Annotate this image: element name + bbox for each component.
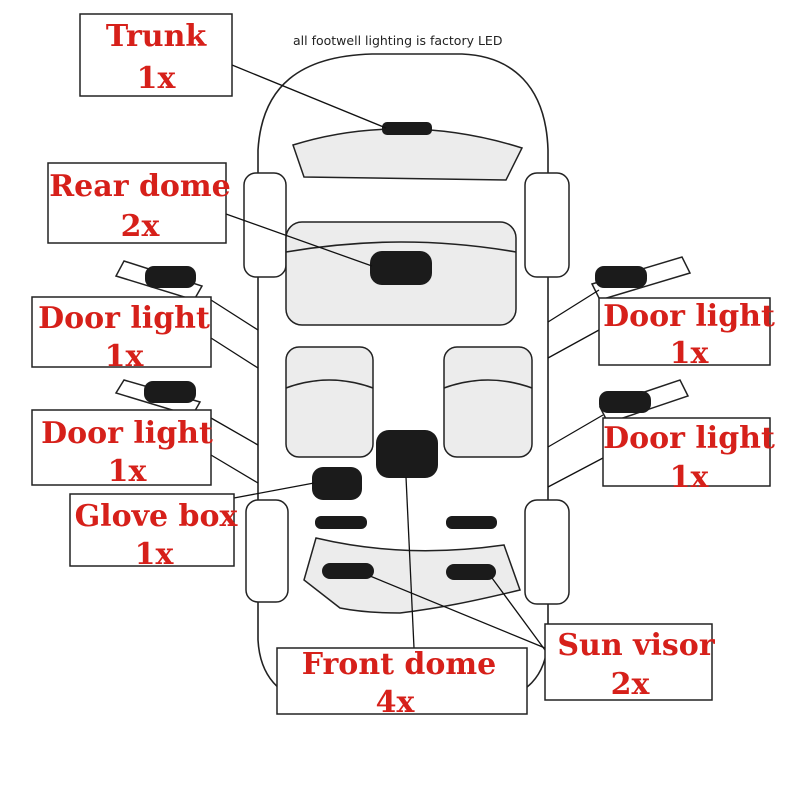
door-front-right-label-box xyxy=(602,417,771,487)
wheel-rear-left xyxy=(243,172,287,278)
door-front-left-label: Door light xyxy=(41,416,213,451)
door-lamp-front-right xyxy=(599,391,651,413)
door-front-left-leader-a xyxy=(210,417,259,446)
rear-dome-count: 2x xyxy=(121,209,161,244)
wheel-rear-right xyxy=(524,172,570,278)
door-lamp-rear-left xyxy=(145,266,196,288)
door-lamp-rear-right xyxy=(595,266,647,288)
trunk-count: 1x xyxy=(137,61,177,96)
door-front-left-label-box xyxy=(31,409,212,486)
door-lamp-front-left xyxy=(144,381,196,403)
rear-seat-seam xyxy=(285,241,517,253)
door-front-right-count: 1x xyxy=(670,460,710,495)
door-rear-left-count: 1x xyxy=(105,339,145,374)
rear-dome-label: Rear dome xyxy=(49,169,231,204)
door-front-right-leader-b xyxy=(547,457,604,488)
glove-box-leader xyxy=(233,482,315,499)
glove-box-label-box xyxy=(69,493,235,567)
door-front-left-count: 1x xyxy=(108,454,148,489)
front-seat-right-seam xyxy=(443,379,533,389)
trunk-label: Trunk xyxy=(106,19,208,54)
rear-dome-lamp xyxy=(370,251,432,285)
door-rear-left-leader-b xyxy=(210,337,259,369)
sun-visor-leader-right xyxy=(491,577,546,651)
door-front-right-leader-a xyxy=(547,414,604,448)
door-rear-right-label-box xyxy=(598,297,771,366)
rear-dome-label-box xyxy=(47,162,227,244)
door-rear-right-leader-b xyxy=(547,329,600,359)
wheel-front-left xyxy=(245,499,289,603)
door-rear-right-leader-a xyxy=(547,289,600,323)
trunk-lamp xyxy=(382,122,432,135)
door-rear-right-count: 1x xyxy=(670,336,710,371)
front-seat-right xyxy=(443,346,533,458)
glove-box-count: 1x xyxy=(135,537,175,572)
front-seat-left-seam xyxy=(285,379,374,389)
rear-dome-leader xyxy=(225,213,373,267)
glove-box-lamp xyxy=(312,467,362,500)
front-dome-label-box xyxy=(276,647,528,715)
dash-lamp-left xyxy=(315,516,367,529)
sun-visor-lamp-left xyxy=(322,563,374,579)
sun-visor-count: 2x xyxy=(611,667,651,702)
door-rear-right-label: Door light xyxy=(603,299,775,334)
sun-visor-label-box xyxy=(544,623,713,701)
windshield xyxy=(303,537,521,614)
rear-window xyxy=(292,128,524,181)
dash-lamp-right xyxy=(446,516,497,529)
wheel-front-right xyxy=(524,499,570,605)
trunk-leader xyxy=(231,64,387,129)
sun-visor-label: Sun visor xyxy=(557,628,715,663)
door-rear-left-label: Door light xyxy=(38,301,210,336)
sun-visor-leader-left xyxy=(369,575,546,649)
sun-visor-lamp-right xyxy=(446,564,496,580)
front-dome-lamp xyxy=(376,430,438,478)
door-rear-left-label-box xyxy=(31,296,212,368)
trunk-label-box xyxy=(79,13,233,97)
front-dome-count: 4x xyxy=(376,685,416,720)
door-front-left-leader-b xyxy=(210,454,259,484)
door-front-right-label: Door light xyxy=(603,421,775,456)
glove-box-label: Glove box xyxy=(75,499,239,534)
caption-note: all footwell lighting is factory LED xyxy=(293,33,502,48)
front-seat-left xyxy=(285,346,374,458)
door-rear-left-leader-a xyxy=(210,299,259,331)
front-dome-label: Front dome xyxy=(302,647,497,682)
front-dome-leader xyxy=(405,476,415,649)
